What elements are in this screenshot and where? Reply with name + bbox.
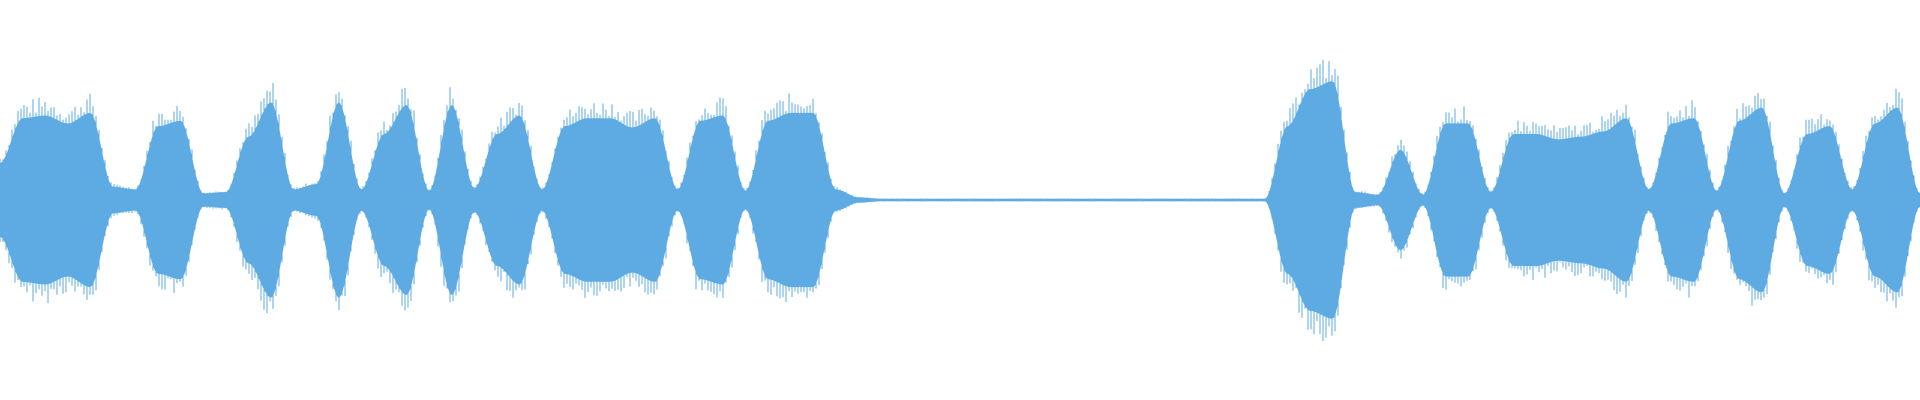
waveform-samples	[0, 59, 1920, 341]
